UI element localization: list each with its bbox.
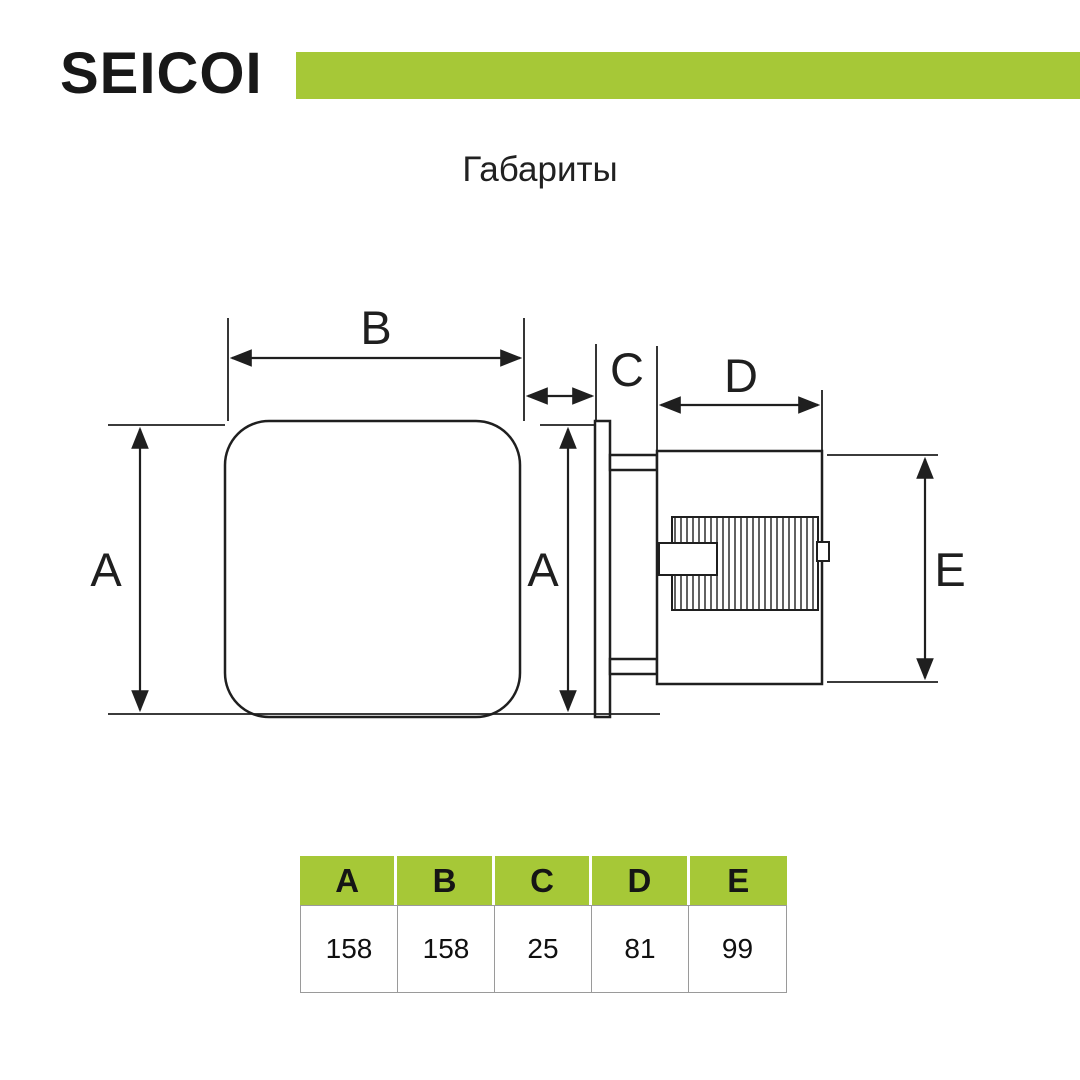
top-bracket	[608, 453, 659, 472]
table-value-row: 158 158 25 81 99	[300, 905, 787, 993]
table-value-cell-c: 25	[495, 906, 592, 992]
table-header-cell-b: B	[397, 856, 495, 905]
dim-label-d: D	[724, 349, 758, 402]
table-value-cell-b: 158	[398, 906, 495, 992]
back-plate	[593, 419, 612, 719]
bottom-bracket	[608, 657, 659, 676]
accent-bar	[296, 52, 1080, 99]
table-header-row: A B C D E	[300, 856, 787, 905]
dimension-arrows	[131, 349, 934, 713]
table-header-cell-a: A	[300, 856, 398, 905]
table-header-cell-e: E	[689, 856, 787, 905]
section-title: Габариты	[462, 150, 618, 189]
dimensions-table: A B C D E 158 158 25 81 99	[300, 856, 787, 993]
table-value-cell-a: 158	[301, 906, 398, 992]
duct-clip	[816, 541, 830, 562]
dim-label-a-left: A	[90, 543, 122, 596]
dimension-labels: A B C A D E	[90, 301, 965, 596]
dim-label-e: E	[934, 543, 965, 596]
brand-logo: SEICOI	[60, 41, 263, 106]
table-value-cell-d: 81	[592, 906, 689, 992]
extension-lines	[108, 318, 938, 715]
motor-shaft	[658, 542, 718, 576]
table-header-cell-c: C	[494, 856, 593, 905]
dim-label-c: C	[610, 343, 644, 396]
table-value-cell-e: 99	[689, 906, 786, 992]
dim-label-a-mid: A	[527, 543, 559, 596]
table-header-cell-d: D	[592, 856, 690, 905]
dim-label-b: B	[360, 301, 391, 354]
front-panel	[223, 419, 522, 719]
